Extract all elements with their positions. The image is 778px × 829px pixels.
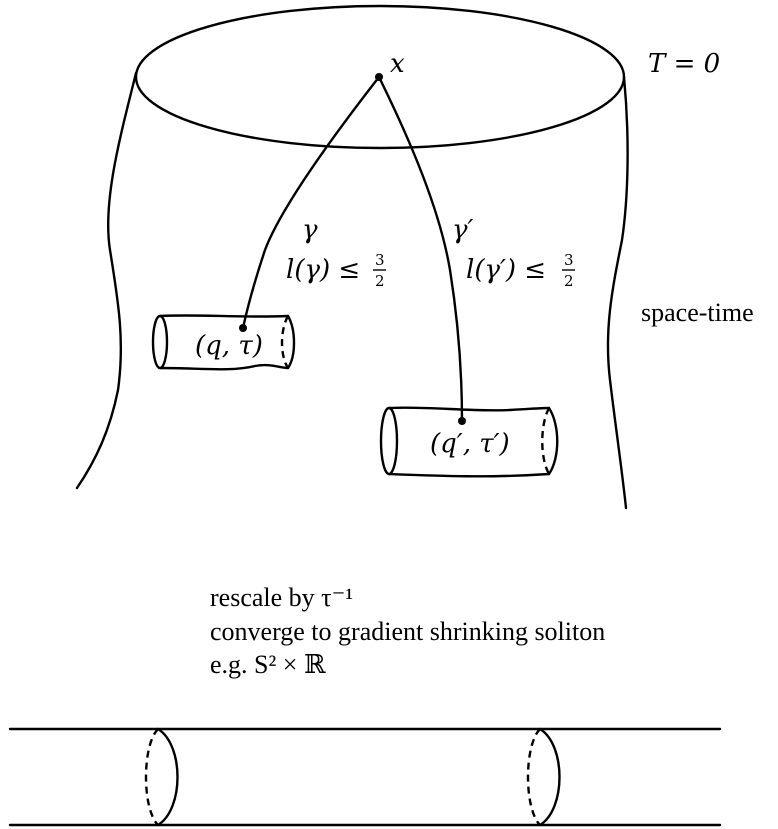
label-gamma-prime-length: l(γ′) ≤ [466, 255, 546, 285]
limit-cylinder [8, 727, 722, 827]
caption-line-example: e.g. S² × ℝ [210, 650, 326, 679]
limit-cylinder-left-section-back [144, 728, 159, 826]
label-space-time: space-time [641, 298, 754, 327]
point-q-tau-prime [458, 417, 466, 425]
gamma-length-fraction: 3 2 [373, 251, 386, 290]
cylinder-q-tau-left-end [151, 314, 169, 370]
point-q-tau [239, 324, 247, 332]
cylinder-q-tau-prime-left-end [379, 406, 399, 476]
caption-line-converge: converge to gradient shrinking soliton [210, 617, 605, 646]
limit-cylinder-left-section-front [156, 727, 179, 827]
cylinder-q-tau-prime-right-hidden-edge [541, 407, 551, 475]
label-q-tau: (q, τ) [195, 331, 263, 361]
gamma-prime-frac-numerator: 3 [564, 251, 574, 269]
gamma-frac-denominator: 2 [375, 272, 385, 290]
spacetime-right-boundary [606, 75, 629, 510]
gamma-prime-length-fraction: 3 2 [562, 251, 575, 290]
label-gamma-prime: γ′ [452, 215, 474, 245]
cylinder-q-tau-right-front-edge [286, 314, 296, 370]
limit-cylinder-right-section-front [538, 727, 561, 827]
gamma-prime-frac-denominator: 2 [564, 272, 574, 290]
cylinder-q-tau [151, 314, 296, 371]
point-x [375, 73, 383, 81]
label-time-zero: T = 0 [648, 49, 720, 79]
cylinder-q-tau-prime-bottom-edge [387, 472, 551, 478]
label-gamma-length: l(γ) ≤ [286, 255, 360, 285]
curve-gamma [241, 75, 381, 330]
cylinder-q-tau-prime-right-front-edge [547, 406, 559, 476]
curve-gamma-prime [377, 75, 464, 423]
cylinder-q-tau-prime [379, 406, 559, 478]
cylinder-q-tau-prime-top-edge [387, 406, 551, 412]
limit-cylinder-right-section-back [526, 728, 541, 826]
label-q-tau-prime: (q′, τ′) [430, 429, 510, 459]
label-gamma: γ [302, 215, 318, 245]
cylinder-q-tau-right-hidden-edge [280, 315, 290, 369]
cylinder-q-tau-top-edge [158, 314, 290, 318]
caption-line-rescale: rescale by τ⁻¹ [210, 583, 353, 612]
gamma-frac-numerator: 3 [375, 251, 385, 269]
cylinder-q-tau-bottom-edge [158, 363, 290, 371]
spacetime-left-boundary [75, 71, 138, 490]
label-x: x [390, 49, 405, 79]
